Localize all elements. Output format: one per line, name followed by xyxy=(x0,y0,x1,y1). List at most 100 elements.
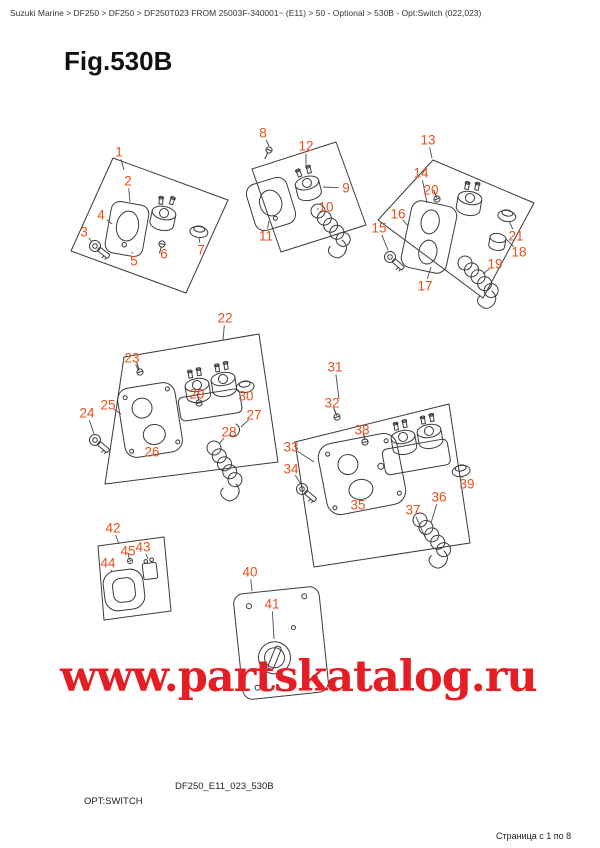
switch-body-small xyxy=(487,231,508,253)
callout-28[interactable]: 28 xyxy=(221,425,236,440)
key-icon xyxy=(86,431,113,456)
leader-line-42 xyxy=(115,534,120,545)
grommet xyxy=(102,568,146,612)
callout-44[interactable]: 44 xyxy=(100,556,116,571)
breadcrumb[interactable]: Suzuki Marine > DF250 > DF250 > DF250T02… xyxy=(10,8,482,18)
leader-line-41 xyxy=(271,611,275,640)
switch-panel xyxy=(400,200,458,274)
callout-29[interactable]: 29 xyxy=(189,387,204,402)
leader-line-2 xyxy=(128,188,131,203)
callout-4[interactable]: 4 xyxy=(97,208,105,223)
leader-line-28 xyxy=(218,437,225,445)
callout-34[interactable]: 34 xyxy=(283,462,299,477)
cord-hook xyxy=(426,546,452,572)
callout-12[interactable]: 12 xyxy=(298,139,313,154)
assembly-f-outline xyxy=(97,536,172,621)
leader-line-25 xyxy=(113,408,122,415)
leader-line-22 xyxy=(222,325,225,341)
leader-line-18 xyxy=(505,238,515,248)
callout-11[interactable]: 11 xyxy=(259,229,273,244)
callout-10[interactable]: 10 xyxy=(318,200,333,215)
callout-38[interactable]: 38 xyxy=(354,423,369,438)
leader-line-16 xyxy=(402,219,409,227)
callout-37[interactable]: 37 xyxy=(405,503,420,518)
assembly-key-switch-c xyxy=(377,159,535,312)
screw-icon xyxy=(261,145,274,161)
switch-body-small xyxy=(141,557,159,581)
switch-body xyxy=(415,412,445,451)
leader-line-43 xyxy=(145,553,149,560)
assembly-e-outline xyxy=(294,403,471,568)
callout-39[interactable]: 39 xyxy=(459,477,474,492)
callout-13[interactable]: 13 xyxy=(420,133,435,148)
leader-line-21 xyxy=(508,220,514,230)
callout-36[interactable]: 36 xyxy=(431,490,446,505)
leader-line-20 xyxy=(435,195,438,199)
switch-panel xyxy=(245,176,297,232)
callout-9[interactable]: 9 xyxy=(342,181,350,196)
leader-line-34 xyxy=(294,474,302,485)
callout-42[interactable]: 42 xyxy=(105,521,120,536)
callout-24[interactable]: 24 xyxy=(79,406,95,421)
assembly-key-switch-d xyxy=(86,333,279,505)
callout-3[interactable]: 3 xyxy=(80,225,88,240)
callout-31[interactable]: 31 xyxy=(327,360,342,375)
leader-line-13 xyxy=(429,147,433,159)
callout-5[interactable]: 5 xyxy=(130,254,138,269)
callout-1[interactable]: 1 xyxy=(115,145,123,160)
leader-line-27 xyxy=(240,419,249,428)
callout-19[interactable]: 19 xyxy=(487,257,502,272)
callout-16[interactable]: 16 xyxy=(390,207,405,222)
callout-7[interactable]: 7 xyxy=(197,243,205,258)
leader-line-33 xyxy=(297,450,315,463)
leader-line-38 xyxy=(363,437,366,441)
callout-35[interactable]: 35 xyxy=(350,498,365,513)
callout-27[interactable]: 27 xyxy=(246,408,261,423)
figure-caption: OPT:SWITCH xyxy=(84,796,143,807)
watermark: www.partskatalog.ru xyxy=(60,652,538,702)
callout-15[interactable]: 15 xyxy=(371,221,386,236)
assembly-key-switch-e xyxy=(293,403,472,572)
callout-41[interactable]: 41 xyxy=(264,597,279,612)
leader-line-44 xyxy=(110,569,113,573)
leader-line-39 xyxy=(461,476,464,479)
leader-line-15 xyxy=(381,234,389,251)
callout-25[interactable]: 25 xyxy=(100,398,115,413)
switch-base xyxy=(381,438,451,476)
callout-40[interactable]: 40 xyxy=(242,565,257,580)
leader-line-23 xyxy=(135,364,140,372)
leader-line-11 xyxy=(267,220,270,229)
callout-2[interactable]: 2 xyxy=(124,174,132,189)
callout-23[interactable]: 23 xyxy=(124,351,139,366)
callout-33[interactable]: 33 xyxy=(283,440,298,455)
assembly-grommet-switch xyxy=(97,536,172,621)
callout-6[interactable]: 6 xyxy=(160,247,168,262)
callout-8[interactable]: 8 xyxy=(259,126,267,141)
callout-30[interactable]: 30 xyxy=(238,389,253,404)
mount-plate xyxy=(233,586,329,700)
leader-line-17 xyxy=(426,266,432,279)
assembly-switch-b xyxy=(245,141,367,261)
assembly-d-outline xyxy=(104,333,279,485)
leader-line-1 xyxy=(120,159,125,171)
callout-20[interactable]: 20 xyxy=(423,183,438,198)
leader-line-37 xyxy=(415,516,426,538)
callout-32[interactable]: 32 xyxy=(324,396,339,411)
callout-21[interactable]: 21 xyxy=(508,229,523,244)
leader-line-4 xyxy=(106,219,113,225)
callout-14[interactable]: 14 xyxy=(413,166,429,181)
switch-panel xyxy=(317,432,407,516)
callout-45[interactable]: 45 xyxy=(120,544,135,559)
leader-line-14 xyxy=(422,180,428,204)
callout-18[interactable]: 18 xyxy=(511,245,526,260)
callout-43[interactable]: 43 xyxy=(135,540,150,555)
switch-body xyxy=(148,195,178,234)
leader-line-40 xyxy=(250,579,253,592)
callout-26[interactable]: 26 xyxy=(144,445,159,460)
switch-panel xyxy=(117,382,183,458)
switch-panel xyxy=(104,201,150,257)
callout-22[interactable]: 22 xyxy=(217,311,232,326)
callout-17[interactable]: 17 xyxy=(417,279,432,294)
